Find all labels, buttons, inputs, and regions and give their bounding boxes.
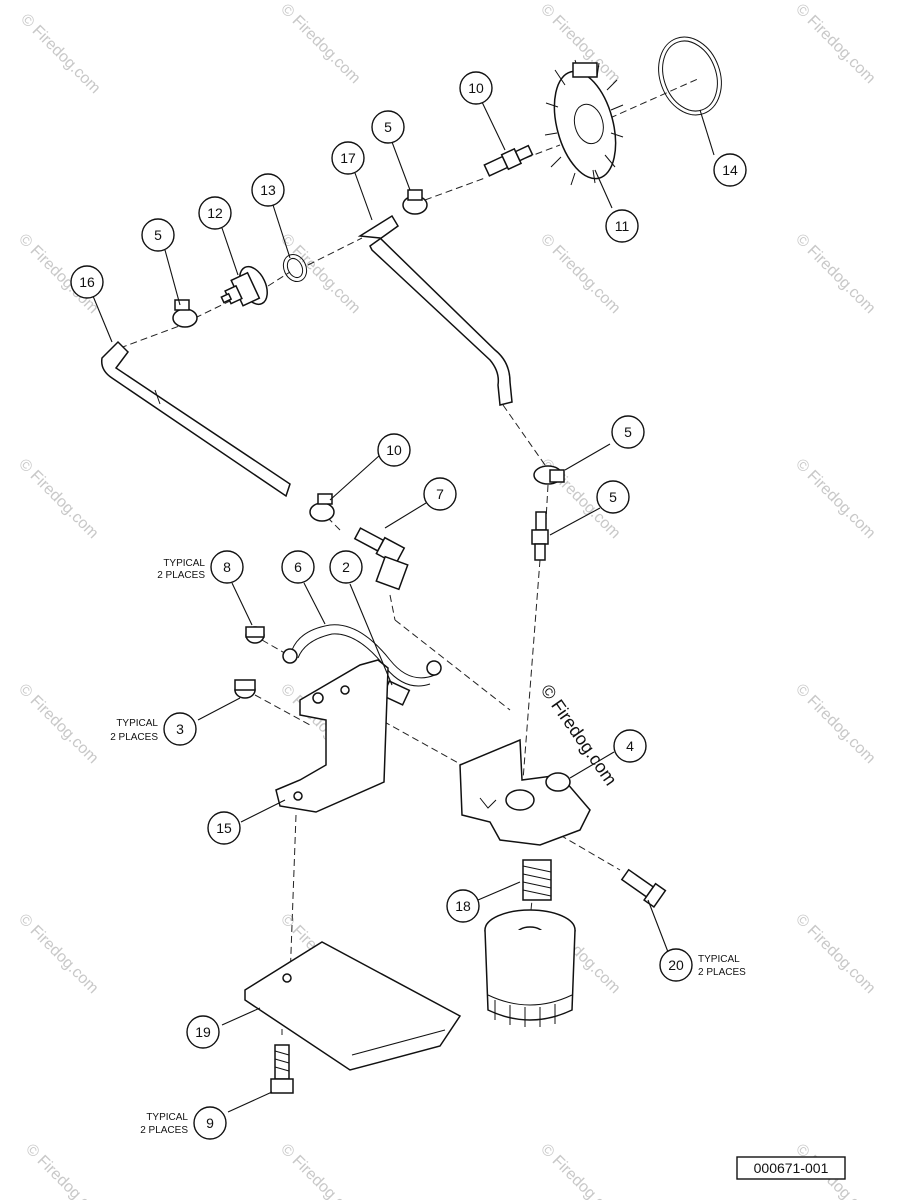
watermark: © Firedog.com (792, 231, 878, 317)
callout-3: 3 (163, 712, 197, 746)
callout-9: 9 (193, 1106, 227, 1140)
nipple-18 (522, 859, 552, 901)
callout-10: 10 (459, 71, 493, 105)
watermark: © Firedog.com (792, 911, 878, 997)
svg-text:5: 5 (384, 119, 392, 135)
callout-10: 5 (596, 480, 630, 514)
callout-6: 6 (281, 550, 315, 584)
hose-fitting-top (483, 144, 534, 177)
callout-11: 11 (605, 209, 639, 243)
callout-15: 15 (207, 811, 241, 845)
watermark: © Firedog.com (15, 681, 101, 767)
leader-lines (92, 101, 715, 1113)
note-3-line2: 2 PLACES (110, 732, 158, 743)
watermark: © Firedog.com (277, 1, 363, 87)
watermark: © Firedog.com (792, 1, 878, 87)
watermark: © Firedog.com (17, 11, 103, 97)
elbow-fitting (353, 527, 406, 565)
note-9-line2: 2 PLACES (140, 1125, 188, 1136)
callouts: 10 14 5 17 11 13 12 5 16 5 5 10 7 8 6 2 … (70, 71, 747, 1140)
svg-text:7: 7 (436, 486, 444, 502)
note-20-line1: TYPICAL (698, 954, 740, 965)
note-9-line1: TYPICAL (146, 1112, 188, 1123)
svg-text:20: 20 (668, 957, 684, 973)
pressure-valve (220, 265, 268, 307)
svg-text:11: 11 (615, 218, 630, 234)
svg-text:17: 17 (340, 150, 356, 166)
watermark: © Firedog.com (15, 456, 101, 542)
callout-5: 5 (141, 218, 175, 252)
gasket-ring (658, 36, 722, 116)
callout-17: 17 (331, 141, 365, 175)
callout-8: 8 (210, 550, 244, 584)
hose-17 (357, 214, 513, 406)
watermark: © Firedog.com (15, 911, 101, 997)
bracket-15 (275, 659, 389, 813)
hose-16 (100, 340, 291, 498)
svg-text:10: 10 (468, 80, 484, 96)
watermark: © Firedog.com (537, 1141, 623, 1200)
watermark: © Firedog.com (277, 1141, 363, 1200)
oil-filter (484, 909, 576, 1027)
callout-5: 5 (371, 110, 405, 144)
hose-fitting-right (531, 511, 549, 561)
watermark: © Firedog.com (22, 1141, 108, 1200)
callout-5: 10 (377, 433, 411, 467)
reference-number: 000671-001 (754, 1160, 829, 1176)
bolt-20 (620, 868, 667, 909)
bolt-9 (270, 1044, 294, 1094)
callout-7: 7 (423, 477, 457, 511)
callout-2: 2 (329, 550, 363, 584)
notes: TYPICAL 2 PLACES TYPICAL 2 PLACES TYPICA… (110, 558, 746, 1136)
svg-text:9: 9 (206, 1115, 214, 1131)
svg-text:18: 18 (455, 898, 471, 914)
plate-19 (244, 941, 462, 1071)
callout-4: 4 (613, 729, 647, 763)
svg-text:5: 5 (624, 424, 632, 440)
note-20-line2: 2 PLACES (698, 967, 746, 978)
callout-14: 14 (713, 153, 747, 187)
svg-text:13: 13 (260, 182, 276, 198)
svg-text:16: 16 (79, 274, 95, 290)
callout-16: 16 (70, 265, 104, 299)
svg-text:19: 19 (195, 1024, 211, 1040)
svg-text:15: 15 (216, 820, 232, 836)
svg-text:8: 8 (223, 559, 231, 575)
hose-6 (291, 624, 436, 679)
callout-13: 13 (251, 173, 285, 207)
note-8-line2: 2 PLACES (157, 570, 205, 581)
svg-text:3: 3 (176, 721, 184, 737)
reference-number-box: 000671-001 (736, 1156, 846, 1180)
callout-5: 5 (611, 415, 645, 449)
parts (100, 36, 722, 1094)
callout-19: 19 (186, 1015, 220, 1049)
svg-text:10: 10 (386, 442, 402, 458)
svg-text:12: 12 (207, 205, 223, 221)
watermark: © Firedog.com (792, 681, 878, 767)
svg-text:4: 4 (626, 738, 634, 754)
svg-text:5: 5 (154, 227, 162, 243)
svg-text:14: 14 (722, 162, 738, 178)
watermark: © Firedog.com (537, 231, 623, 317)
callout-12: 12 (198, 196, 232, 230)
note-3-line1: TYPICAL (116, 718, 158, 729)
svg-text:6: 6 (294, 559, 302, 575)
callout-18: 18 (446, 889, 480, 923)
svg-text:5: 5 (609, 489, 617, 505)
note-8-line1: TYPICAL (163, 558, 205, 569)
svg-text:2: 2 (342, 559, 350, 575)
callout-20: 20 (659, 948, 693, 982)
watermark: © Firedog.com (792, 456, 878, 542)
